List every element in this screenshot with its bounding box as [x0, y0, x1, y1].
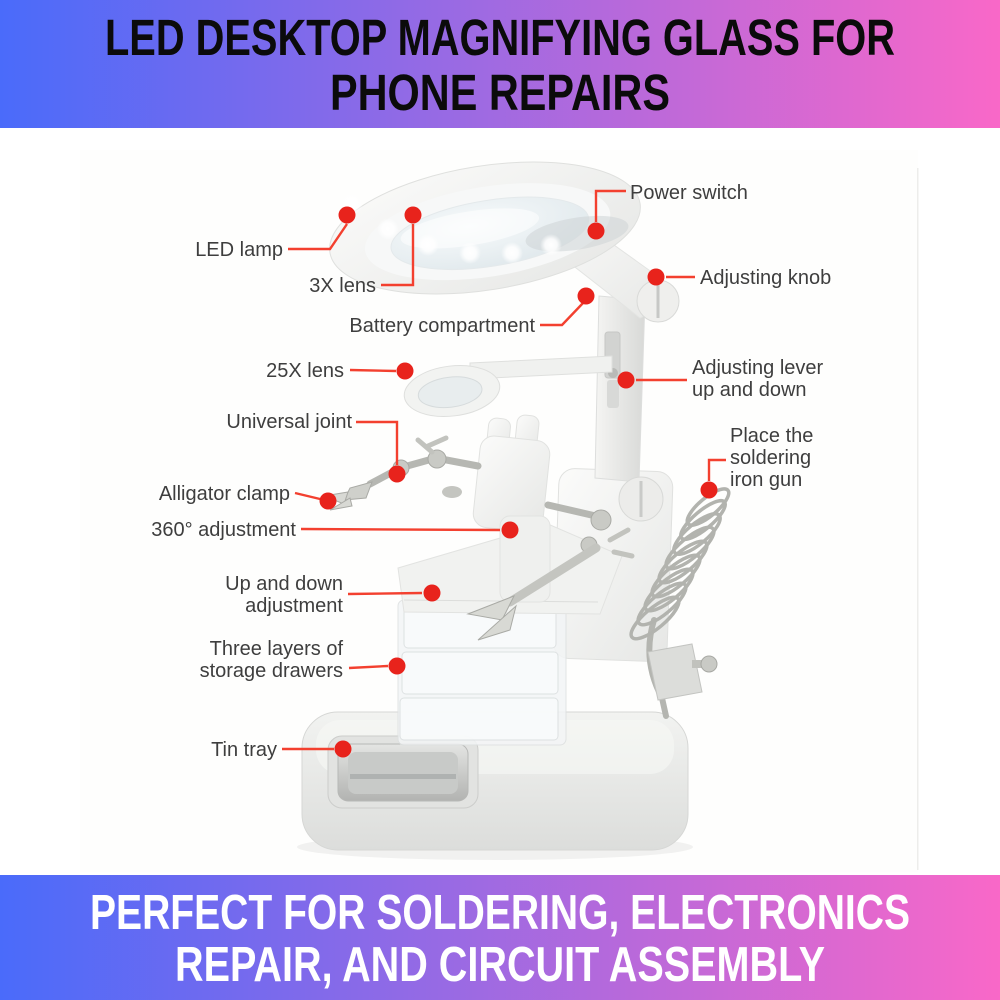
label-power-switch: Power switch: [630, 182, 748, 204]
thumbscrew: [700, 655, 718, 673]
callout-dot-lens-25x: [396, 362, 414, 380]
photo-edge: [917, 168, 919, 870]
led-glow: [459, 242, 481, 264]
column: [594, 295, 646, 483]
label-lever-line2: up and down: [692, 379, 807, 401]
holder-spring: [629, 487, 731, 641]
right-arm-joint: [590, 509, 612, 531]
led-glow: [377, 218, 399, 240]
bottom-banner: PERFECT FOR SOLDERING, ELECTRONICS REPAI…: [0, 875, 1000, 1000]
callout-dot-battery: [577, 287, 595, 305]
label-lever-line1: Adjusting lever: [692, 357, 824, 379]
right-arm-rod: [544, 501, 604, 521]
led-glow: [417, 234, 439, 256]
clamp-jaw-lower: [329, 497, 353, 511]
label-layers-line2: storage drawers: [200, 660, 343, 682]
callout-line-lens-3x: [381, 224, 415, 287]
callout-line-up-down: [347, 591, 423, 596]
adjusting-lever-lower-slot: [607, 380, 619, 408]
label-universal-joint: Universal joint: [226, 411, 352, 433]
label-led-lamp: LED lamp: [195, 239, 283, 261]
callout-line-battery: [540, 301, 585, 327]
callout-dot-layers: [388, 657, 406, 675]
wing-screw: [415, 435, 449, 455]
callout-dot-lens-3x: [404, 206, 422, 224]
label-lens-25x: 25X lens: [266, 360, 344, 382]
right-clamp-jaw-upper: [466, 595, 516, 621]
label-battery: Battery compartment: [349, 315, 535, 337]
left-arm-joint-1: [427, 449, 447, 469]
label-alligator-clamp: Alligator clamp: [159, 483, 290, 505]
led-lights: [341, 193, 562, 264]
callout-dots: [319, 206, 718, 758]
top-banner-line1: LED DESKTOP MAGNIFYING GLASS FOR: [105, 9, 895, 66]
callout-dot-place-iron: [700, 481, 718, 499]
callout-line-led-lamp: [288, 223, 348, 251]
magnifier-rings: [329, 161, 641, 295]
holder-mount: [647, 643, 703, 701]
tin-tray-inner: [348, 752, 458, 794]
base: [301, 711, 689, 851]
callout-dot-up-down: [423, 584, 441, 602]
top-banner-background: [0, 0, 1000, 128]
callout-labels: LED lamp 3X lens Battery compartment 25X…: [151, 182, 831, 761]
callout-dot-alligator-clamp: [319, 492, 337, 510]
led-glow: [540, 234, 562, 256]
magnifier-head: [329, 161, 641, 295]
label-layers-line1: Three layers of: [210, 638, 344, 660]
bottom-banner-line2: REPAIR, AND CIRCUIT ASSEMBLY: [175, 938, 825, 992]
drawer-3: [399, 697, 559, 741]
callout-line-universal-joint: [356, 420, 399, 465]
drawer-2: [401, 651, 559, 695]
lens-25x-assembly: [403, 355, 613, 417]
wing-screw-right: [607, 527, 635, 559]
storage-drawers: [397, 599, 567, 746]
label-lens-3x: 3X lens: [309, 275, 376, 297]
soldering-iron-holder: [629, 487, 731, 719]
alligator-clamp-right: [466, 501, 635, 641]
label-tin-tray: Tin tray: [211, 739, 277, 761]
label-up-down-line1: Up and down: [225, 573, 343, 595]
right-clamp-body: [505, 543, 601, 607]
bottom-banner-background: [0, 875, 1000, 1000]
label-place-line1: Place the: [730, 425, 813, 447]
callout-dot-adjusting-knob: [647, 268, 665, 286]
callout-dot-tin-tray: [334, 740, 352, 758]
paddle: [442, 486, 462, 498]
lens-25x: [403, 365, 501, 417]
callout-line-place-iron: [707, 458, 726, 481]
label-360-adjustment: 360° adjustment: [151, 519, 296, 541]
thumbscrew-stem: [692, 660, 706, 668]
label-up-down-line2: adjustment: [245, 595, 343, 617]
top-banner-line2: PHONE REPAIRS: [330, 64, 670, 121]
callout-line-360-adjustment: [300, 527, 501, 532]
callout-dot-led-lamp: [338, 206, 356, 224]
label-place-line3: iron gun: [730, 469, 802, 491]
led-glow: [501, 242, 523, 264]
callout-line-layers: [348, 664, 389, 670]
product-illustration: [80, 150, 919, 872]
right-clamp-jaw-lower: [477, 604, 517, 641]
left-arm-rod: [366, 454, 482, 488]
callout-dot-universal-joint: [388, 465, 406, 483]
callout-dot-lever: [617, 371, 635, 389]
label-adjusting-knob: Adjusting knob: [700, 267, 831, 289]
top-banner: LED DESKTOP MAGNIFYING GLASS FOR PHONE R…: [0, 0, 1000, 128]
callout-line-power-switch: [594, 189, 626, 222]
callout-dot-360-adjustment: [501, 521, 519, 539]
callout-lines: [282, 189, 726, 751]
label-place-line2: soldering: [730, 447, 811, 469]
lens-25x-glass: [417, 376, 483, 409]
bottom-banner-line1: PERFECT FOR SOLDERING, ELECTRONICS: [90, 886, 910, 940]
callout-dot-power-switch: [587, 222, 605, 240]
callout-line-lens-25x: [349, 368, 397, 373]
helping-hands-bracket: [472, 414, 551, 533]
tin-tray-divider: [350, 774, 456, 779]
callout-line-alligator-clamp: [294, 491, 321, 501]
spring-coil: [685, 487, 731, 527]
